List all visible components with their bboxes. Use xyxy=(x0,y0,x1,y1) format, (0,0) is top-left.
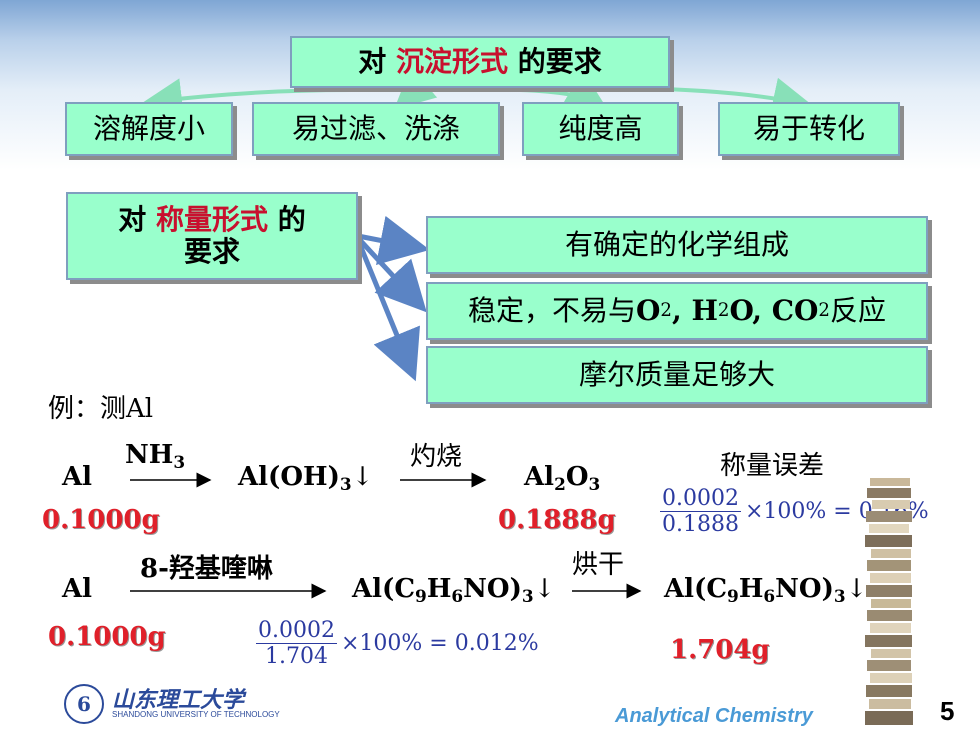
end-sub: 9 xyxy=(727,586,739,607)
row2-start-mass: 0.1000g xyxy=(48,622,166,652)
title-highlight: 沉淀形式 xyxy=(395,44,508,78)
item-label: 摩尔质量足够大 xyxy=(578,357,775,391)
row1-end: Al2O3 xyxy=(524,462,600,494)
row2-end-mass: 1.704g xyxy=(670,635,770,665)
item-label: 易过滤、洗涤 xyxy=(291,111,460,145)
formula-o: O xyxy=(636,293,661,327)
end-text: NO) xyxy=(775,574,834,604)
reagent-text: NH xyxy=(125,440,174,470)
weighing-req-composition: 有确定的化学组成 xyxy=(426,216,928,274)
precipitation-title: 对 沉淀形式 的要求 xyxy=(290,36,670,88)
page-number: 5 xyxy=(940,696,955,726)
fraction-numerator: 0.0002 xyxy=(256,618,337,644)
fraction-denominator: 1.704 xyxy=(265,644,328,669)
row1-reagent: NH3 xyxy=(125,440,185,472)
title-highlight: 称量形式 xyxy=(155,202,268,236)
formula-sub: 2 xyxy=(717,299,730,321)
end-sub: 2 xyxy=(554,474,566,495)
precipitate-arrow: ↓ xyxy=(351,462,374,492)
item-label: 有确定的化学组成 xyxy=(564,227,789,261)
university-name-en: SHANDONG UNIVERSITY OF TECHNOLOGY xyxy=(112,710,280,719)
row1-reagent2: 灼烧 xyxy=(410,442,463,472)
end-text: Al(C xyxy=(664,574,728,604)
mid-sub: 9 xyxy=(415,586,427,607)
row2-reagent: 8-羟基喹啉 xyxy=(140,554,273,584)
requirement-conversion: 易于转化 xyxy=(718,102,900,156)
error-label: 称量误差 xyxy=(720,451,825,481)
mid-sub: 3 xyxy=(521,586,534,607)
end-text: Al xyxy=(524,462,555,492)
item-label: 溶解度小 xyxy=(92,111,205,145)
weighing-req-molar-mass: 摩尔质量足够大 xyxy=(426,346,928,404)
weighing-title: 对 称量形式 的 要求 xyxy=(66,192,358,280)
title-line2: 要求 xyxy=(183,235,240,268)
formula-sub: 2 xyxy=(818,299,830,321)
title-prefix: 对 xyxy=(118,202,147,236)
formula-co: O, CO xyxy=(729,293,819,327)
row2-mid: Al(C9H6NO)3↓ xyxy=(352,574,555,606)
title-suffix: 的 xyxy=(277,202,306,236)
row2-start: Al xyxy=(62,574,93,604)
precipitate-arrow: ↓ xyxy=(533,574,556,604)
logo-glyph: 6 xyxy=(77,692,91,716)
row1-mid: Al(OH)3↓ xyxy=(238,462,373,494)
item-label: 稳定，不易与 xyxy=(467,293,636,327)
mid-text: Al(OH) xyxy=(238,462,340,492)
mid-sub: 3 xyxy=(339,474,352,495)
title-prefix: 对 xyxy=(358,44,387,78)
row1-start-mass: 0.1000g xyxy=(42,505,160,535)
fraction-numerator: 0.0002 xyxy=(660,486,741,512)
fraction-denominator: 0.1888 xyxy=(662,512,739,537)
mid-text: NO) xyxy=(463,574,522,604)
course-name: Analytical Chemistry xyxy=(615,705,813,727)
reagent-sub: 3 xyxy=(173,452,186,473)
end-text: H xyxy=(738,574,764,604)
precipitate-arrow: ↓ xyxy=(845,574,868,604)
item-label: 易于转化 xyxy=(752,111,865,145)
title-suffix: 的要求 xyxy=(517,44,602,78)
end-sub: 3 xyxy=(588,474,601,495)
mid-text: Al(C xyxy=(352,574,416,604)
row2-end: Al(C9H6NO)3↓ xyxy=(664,574,867,606)
end-sub: 3 xyxy=(833,586,846,607)
book-stack-image xyxy=(865,478,913,725)
end-text: O xyxy=(565,462,589,492)
item-label: 纯度高 xyxy=(558,111,643,145)
end-sub: 6 xyxy=(763,586,776,607)
mid-text: H xyxy=(426,574,452,604)
university-name-cn: 山东理工大学 xyxy=(112,687,245,713)
row1-end-mass: 0.1888g xyxy=(498,505,616,535)
row2-reagent2: 烘干 xyxy=(572,550,625,580)
formula-sub: 2 xyxy=(660,299,672,321)
requirement-purity: 纯度高 xyxy=(522,102,679,156)
requirement-solubility: 溶解度小 xyxy=(65,102,233,156)
example-label: 例：测Al xyxy=(48,394,154,424)
item-label-tail: 反应 xyxy=(830,293,887,327)
mid-sub: 6 xyxy=(451,586,464,607)
row1-start: Al xyxy=(62,462,93,492)
formula-h: , H xyxy=(671,293,718,327)
university-logo: 6 xyxy=(64,684,104,724)
fraction-rest: ×100% = 0.012% xyxy=(340,631,539,656)
requirement-filtration: 易过滤、洗涤 xyxy=(252,102,500,156)
